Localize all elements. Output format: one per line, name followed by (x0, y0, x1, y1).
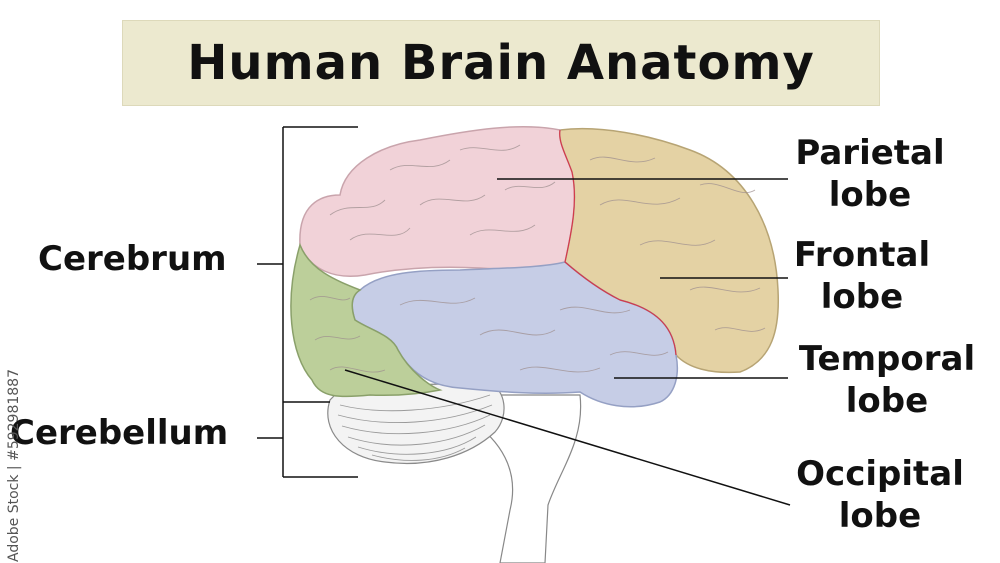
occipital-leader-line (344, 369, 791, 506)
diagram-title: Human Brain Anatomy (187, 35, 815, 91)
cerebellum-bracket (257, 402, 358, 478)
frontal-lobe-label: Frontal lobe (793, 235, 931, 317)
cerebrum-bracket (257, 126, 358, 403)
occipital-lobe (290, 242, 443, 398)
cerebrum-label: Cerebrum (38, 239, 227, 279)
parietal-lobe-label: Parietal lobe (795, 133, 945, 215)
parietal-lobe (299, 126, 576, 277)
temporal-lobe-label: Temporal lobe (798, 339, 976, 421)
cerebellum-label: Cerebellum (10, 413, 229, 453)
title-banner: Human Brain Anatomy (122, 20, 880, 106)
brainstem (468, 394, 582, 563)
lobe-boundary-line (559, 129, 677, 356)
occipital-lobe-label: Occipital lobe (796, 454, 964, 536)
cerebellum-folia (337, 394, 493, 461)
gyri-texture (309, 144, 766, 373)
stock-watermark: Adobe Stock | #592981887 (6, 369, 22, 562)
